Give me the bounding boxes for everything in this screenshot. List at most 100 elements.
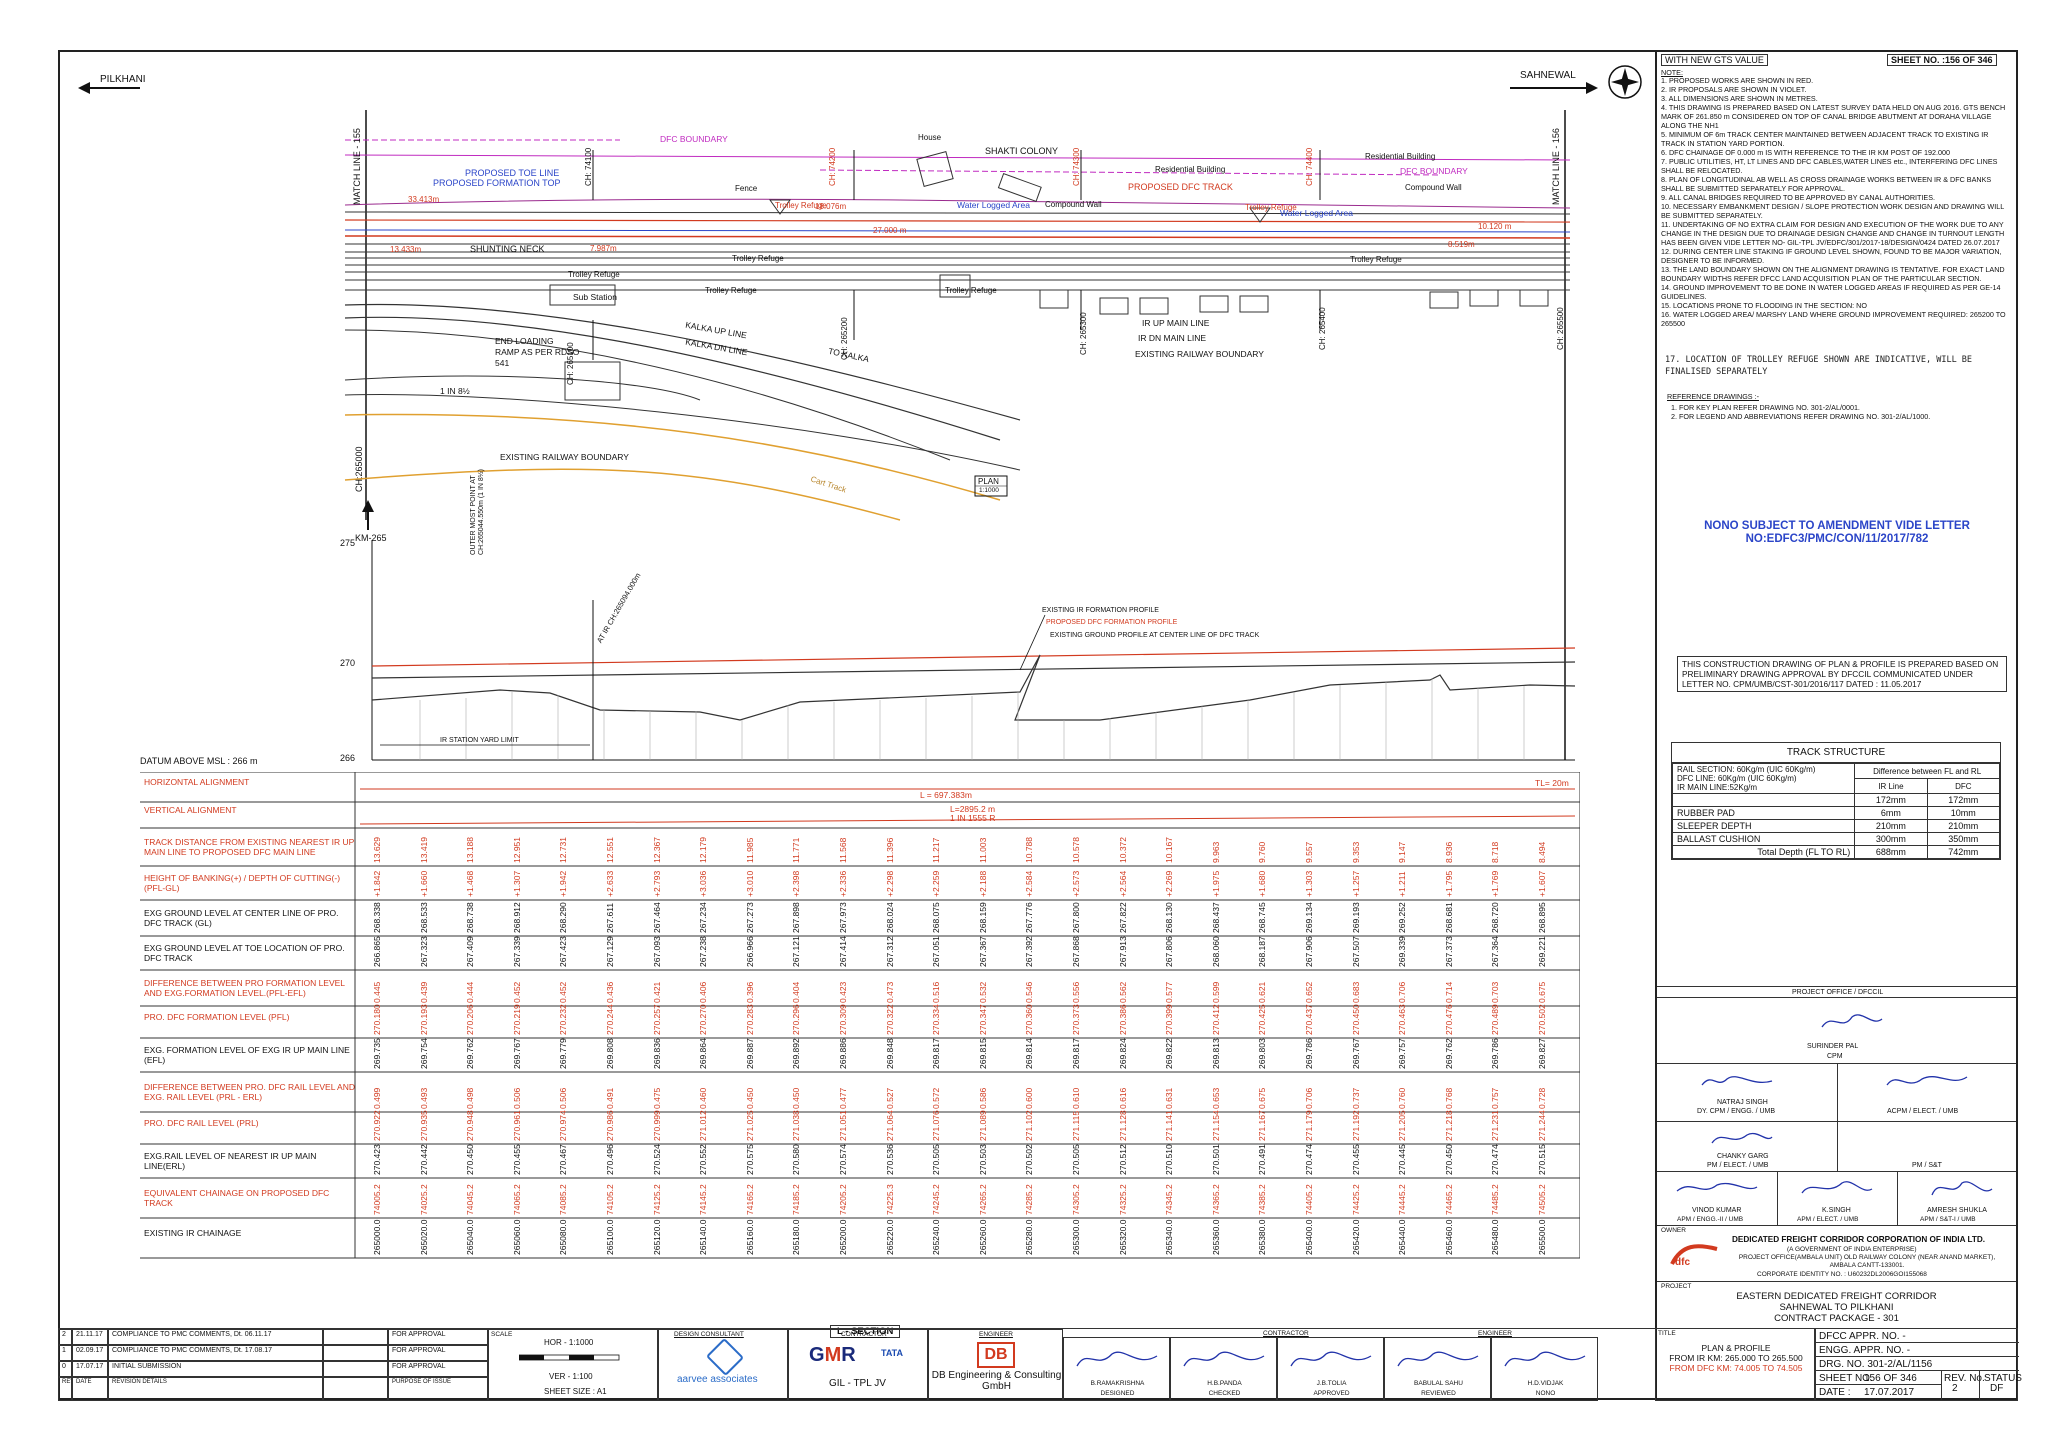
track-structure-box: TRACK STRUCTURE RAIL SECTION: 60Kg/m (UI… — [1671, 742, 2001, 860]
right-panel: WITH NEW GTS VALUE SHEET NO. :156 OF 346… — [1655, 52, 2016, 1400]
table-cell: 74105.2 — [605, 1184, 615, 1215]
table-cell: 267.906 — [1304, 936, 1314, 967]
title-text: PLAN & PROFILE FROM IR KM: 265.000 TO 26… — [1656, 1343, 1816, 1373]
table-cell: 12.367 — [651, 837, 662, 863]
turnout-ratio-label: 1 IN 8½ — [440, 386, 470, 396]
table-cell: 267.423 — [558, 936, 569, 967]
table-cell: 269.817 — [1071, 1038, 1081, 1069]
table-cell: 270.180 — [372, 1004, 382, 1035]
table-cell: 270.257 — [651, 1004, 662, 1035]
table-cell: 0.406 — [698, 981, 709, 1003]
table-cell: 271.179 — [1304, 1110, 1314, 1141]
table-cell: 0.600 — [1024, 1087, 1035, 1109]
table-cell: 265040.0 — [465, 1219, 476, 1255]
ir-dn-main-label: IR DN MAIN LINE — [1138, 333, 1207, 343]
ch-265300: CH: 265300 — [1079, 312, 1088, 355]
rev-details: COMPLIANCE TO PMC COMMENTS, Dt. 17.08.17 — [108, 1345, 323, 1361]
owner-label: OWNER — [1661, 1227, 1686, 1234]
table-cell: 271.167 — [1257, 1110, 1268, 1141]
table-cell: 265080.0 — [558, 1219, 569, 1255]
ch-265500: CH: 265500 — [1556, 307, 1565, 350]
table-cell: 269.822 — [1164, 1038, 1175, 1069]
table-cell: 0.396 — [744, 981, 755, 1003]
dfccil-logo: dfc — [1670, 1244, 1718, 1268]
table-cell: 270.463 — [1397, 1004, 1408, 1035]
table-cell: 13.629 — [372, 837, 382, 863]
note-item: 11. UNDERTAKING OF NO EXTRA CLAIM FOR DE… — [1661, 220, 2005, 247]
table-cell: 0.444 — [465, 981, 476, 1003]
dfcc-appr: DFCC APPR. NO. - — [1819, 1331, 1906, 1342]
table-cell: +1.795 — [1443, 870, 1454, 897]
signature-vinod — [1676, 1182, 1758, 1192]
table-cell: 13.419 — [418, 837, 429, 863]
table-cell: 265380.0 — [1257, 1219, 1268, 1255]
shakti-colony-label: SHAKTI COLONY — [985, 146, 1059, 156]
table-cell: 0.450 — [791, 1087, 802, 1109]
engg-appr: ENGG. APPR. NO. - — [1819, 1345, 1911, 1356]
table-cell: 267.611 — [605, 902, 615, 933]
table-cell: 0.506 — [511, 1087, 522, 1109]
table-cell: 0.572 — [931, 1087, 942, 1109]
design-consultant-header: DESIGN CONSULTANT — [674, 1331, 744, 1338]
table-cell: 265340.0 — [1164, 1219, 1175, 1255]
ts-r1-dfc: 172mm — [1926, 793, 2001, 807]
table-cell: 268.075 — [931, 902, 942, 933]
trolley-refuge-label-5: Trolley Refuge — [568, 270, 620, 279]
table-cell: 267.093 — [651, 936, 662, 967]
table-cell: 270.515 — [1537, 1144, 1547, 1175]
ir-main-spec: IR MAIN LINE:52Kg/m — [1677, 783, 1758, 792]
datum-label: DATUM ABOVE MSL : 266 m — [140, 756, 258, 766]
dim-8: 8.519m — [1448, 240, 1475, 249]
gil-tpl: GIL - TPL JV — [829, 1378, 886, 1389]
profile-y-275: 275 — [340, 538, 356, 548]
table-cell: +2.584 — [1024, 870, 1035, 897]
proposed-dfc-profile-label: PROPOSED DFC FORMATION PROFILE — [1046, 619, 1178, 626]
table-cell: 265320.0 — [1117, 1219, 1128, 1255]
table-cell: 265120.0 — [651, 1219, 662, 1255]
residential-label-2: Residential Building — [1365, 152, 1436, 161]
note-item: 16. WATER LOGGED AREA/ MARSHY LAND WHERE… — [1661, 310, 2006, 328]
table-cell: 265100.0 — [605, 1219, 615, 1255]
table-cell: 268.720 — [1490, 902, 1501, 933]
table-cell: 0.586 — [977, 1087, 988, 1109]
table-cell: 269.754 — [418, 1038, 429, 1069]
table-cell: 268.912 — [511, 902, 522, 933]
table-cell: +2.398 — [791, 870, 802, 897]
table-cell: 269.762 — [1443, 1038, 1454, 1069]
table-cell: 268.338 — [372, 902, 382, 933]
table-cell: 12.179 — [698, 837, 709, 863]
ch-265400: CH: 265400 — [1318, 307, 1327, 350]
table-cell: 0.556 — [1071, 981, 1081, 1003]
ts-r5-label: Total Depth (FL TO RL) — [1671, 845, 1856, 859]
table-cell: 269.786 — [1490, 1038, 1501, 1069]
table-cell: 268.738 — [465, 902, 476, 933]
ts-r5-dfc: 742mm — [1926, 845, 2001, 859]
ch-74200: CH: 74200 — [828, 147, 837, 186]
sheet-no-label: SHEET NO. — [1819, 1373, 1873, 1384]
pm-st-label: PM / S&T — [1912, 1162, 1942, 1169]
signatory-name: BABULAL SAHU — [1414, 1380, 1463, 1387]
title-line-1: PLAN & PROFILE — [1701, 1343, 1771, 1353]
table-cell: 268.533 — [418, 902, 429, 933]
ir-line-col: IR Line — [1854, 778, 1928, 794]
table-cell: +2.298 — [884, 870, 895, 897]
construction-note: THIS CONSTRUCTION DRAWING OF PLAN & PROF… — [1677, 656, 2007, 692]
end-loading-ramp-label: END LOADING RAMP AS PER RDSO 541 — [495, 336, 580, 368]
table-cell: 0.439 — [418, 981, 429, 1003]
table-cell: 267.238 — [698, 936, 709, 967]
note-item: 9. ALL CANAL BRIDGES REQUIRED TO BE APPR… — [1661, 193, 1936, 202]
owner-name: DEDICATED FREIGHT CORRIDOR CORPORATION O… — [1732, 1235, 1986, 1244]
table-cell: 0.423 — [838, 981, 848, 1003]
table-cell: 11.771 — [791, 837, 802, 863]
ksingh-role: APM / ELECT. / UMB — [1797, 1216, 1859, 1223]
table-cell: 267.312 — [884, 936, 895, 967]
ver-scale: VER - 1:100 — [549, 1372, 593, 1381]
table-cell: 270.347 — [977, 1004, 988, 1035]
table-cell: 0.714 — [1443, 981, 1454, 1003]
table-cell: 269.134 — [1304, 902, 1314, 933]
tata-logo: TATA — [881, 1348, 903, 1358]
signature-mark — [1183, 1351, 1265, 1367]
table-cell: 268.290 — [558, 902, 569, 933]
